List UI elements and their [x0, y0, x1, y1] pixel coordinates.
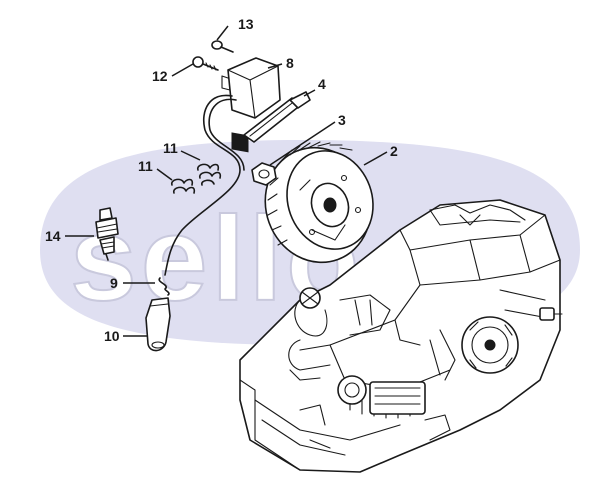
- flywheel: [251, 141, 374, 264]
- leg-spring: [158, 277, 170, 296]
- callout-3: 3: [338, 112, 346, 128]
- ignition-module: [164, 57, 281, 276]
- spark-plug: [95, 207, 119, 261]
- callout-14: 14: [45, 228, 61, 244]
- spring-lower: [171, 178, 196, 194]
- spring-upper: [197, 163, 222, 186]
- callout-11-upper: 11: [163, 140, 178, 156]
- screw-12: [192, 56, 219, 71]
- engine-housing: [239, 199, 563, 473]
- callout-2: 2: [390, 143, 398, 159]
- screw-13: [211, 40, 234, 53]
- leader-lines: [65, 25, 388, 337]
- callout-9: 9: [110, 275, 118, 291]
- callout-12: 12: [152, 68, 168, 84]
- callout-13: 13: [238, 16, 254, 32]
- callout-8: 8: [286, 55, 294, 71]
- spark-plug-boot: [145, 297, 171, 352]
- callout-10: 10: [104, 328, 120, 344]
- callout-4: 4: [318, 76, 326, 92]
- callout-labels: 13 12 8 4 3 2 11 11 14 9 10: [45, 16, 398, 344]
- callout-11-lower: 11: [138, 158, 153, 174]
